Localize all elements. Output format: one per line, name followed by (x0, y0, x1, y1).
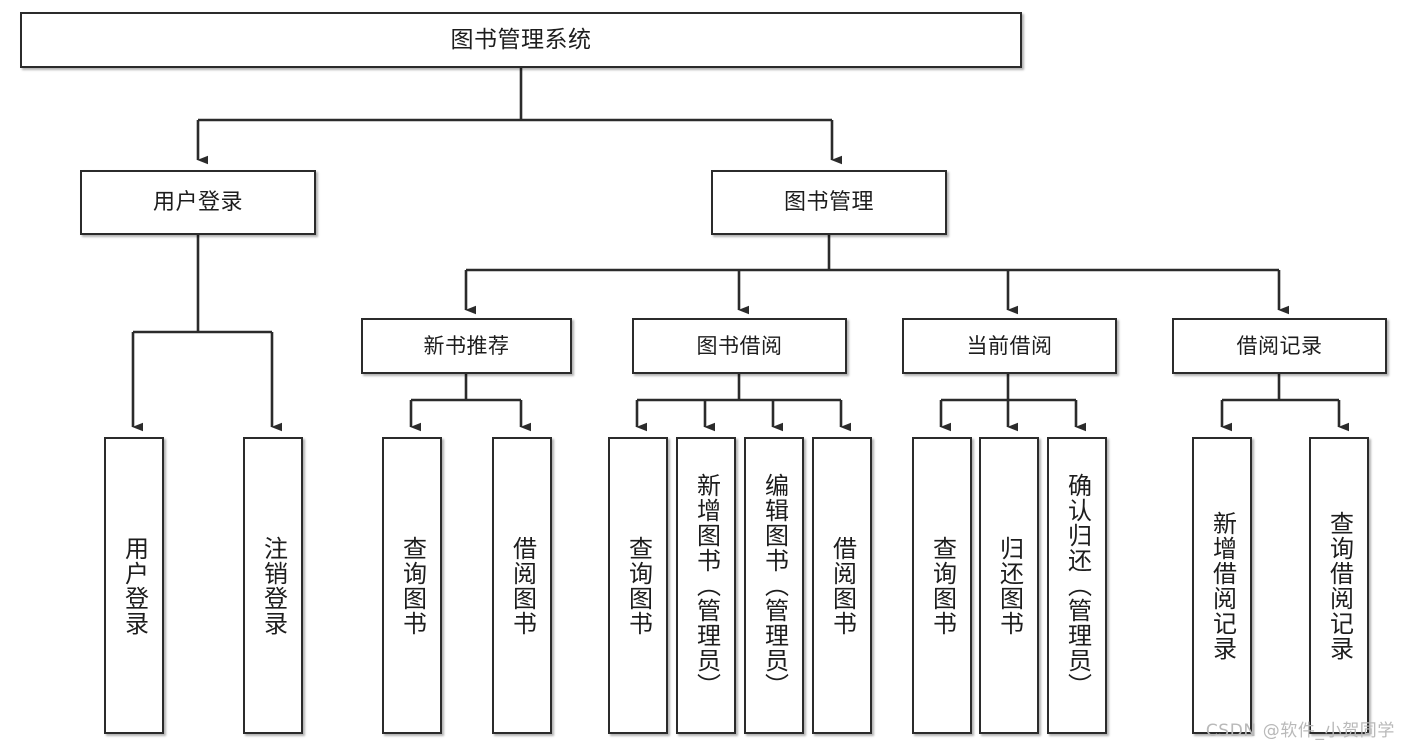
leaf-user-login-logout[interactable]: 注销登录 (243, 437, 303, 734)
node-label: 用户登录 (120, 535, 149, 636)
node-label: 图书管理 (783, 189, 874, 215)
leaf-new-book-borrow-book[interactable]: 借阅图书 (492, 437, 552, 734)
node-book-management[interactable]: 图书管理 (711, 170, 947, 235)
leaf-current-borrow-return-book[interactable]: 归还图书 (979, 437, 1039, 734)
node-label: 查询图书 (928, 535, 957, 636)
node-new-book-recommend[interactable]: 新书推荐 (361, 318, 572, 374)
watermark-text: CSDN @软件_小贺同学 (1205, 721, 1395, 741)
node-label: 借阅记录 (1236, 333, 1323, 358)
node-label: 用户登录 (152, 189, 243, 215)
leaf-book-borrow-query-book[interactable]: 查询图书 (608, 437, 668, 734)
node-label: 新书推荐 (423, 333, 510, 358)
node-label: 确认归还（管理员） (1063, 473, 1092, 698)
node-label: 归还图书 (995, 535, 1024, 636)
node-label: 查询借阅记录 (1325, 510, 1354, 661)
leaf-new-book-query-book[interactable]: 查询图书 (382, 437, 442, 734)
node-label: 图书借阅 (696, 333, 783, 358)
node-label: 查询图书 (398, 535, 427, 636)
node-label: 当前借阅 (966, 333, 1053, 358)
leaf-borrow-record-query-record[interactable]: 查询借阅记录 (1309, 437, 1369, 734)
leaf-book-borrow-add-book-admin[interactable]: 新增图书（管理员） (676, 437, 736, 734)
node-label: 图书管理系统 (450, 26, 592, 53)
node-label: 注销登录 (259, 535, 288, 636)
node-label: 借阅图书 (508, 535, 537, 636)
leaf-book-borrow-edit-book-admin[interactable]: 编辑图书（管理员） (744, 437, 804, 734)
node-label: 查询图书 (624, 535, 653, 636)
leaf-user-login-login[interactable]: 用户登录 (104, 437, 164, 734)
node-root-book-management-system[interactable]: 图书管理系统 (20, 12, 1022, 68)
leaf-book-borrow-borrow-book[interactable]: 借阅图书 (812, 437, 872, 734)
leaf-current-borrow-confirm-return-admin[interactable]: 确认归还（管理员） (1047, 437, 1107, 734)
node-user-login[interactable]: 用户登录 (80, 170, 316, 235)
node-label: 编辑图书（管理员） (760, 473, 789, 698)
leaf-borrow-record-add-record[interactable]: 新增借阅记录 (1192, 437, 1252, 734)
node-label: 新增图书（管理员） (692, 473, 721, 698)
node-book-borrow[interactable]: 图书借阅 (632, 318, 847, 374)
node-label: 新增借阅记录 (1208, 510, 1237, 661)
node-borrow-record[interactable]: 借阅记录 (1172, 318, 1387, 374)
node-current-borrow[interactable]: 当前借阅 (902, 318, 1117, 374)
node-label: 借阅图书 (828, 535, 857, 636)
leaf-current-borrow-query-book[interactable]: 查询图书 (912, 437, 972, 734)
